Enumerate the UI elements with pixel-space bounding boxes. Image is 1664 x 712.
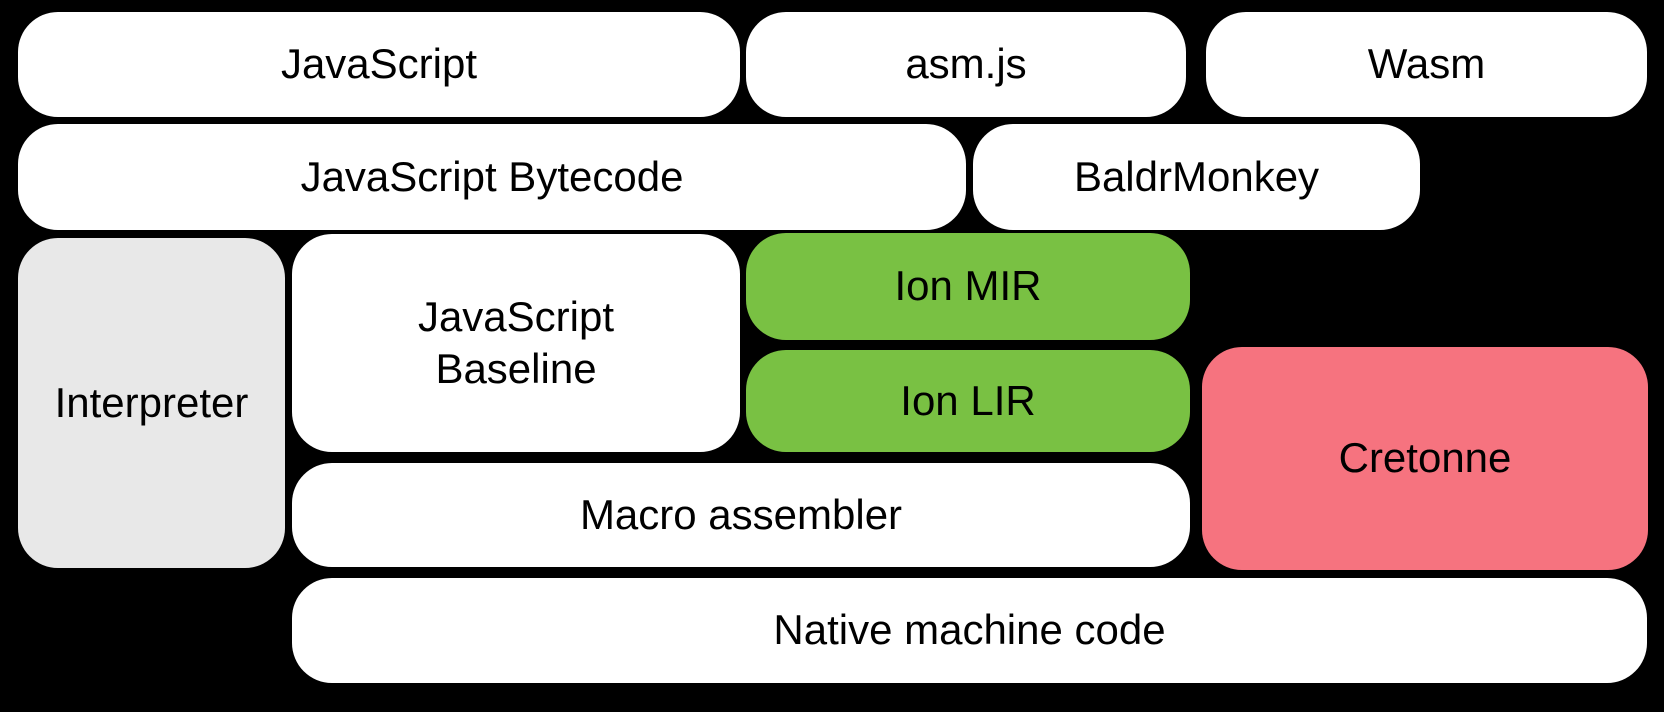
cretonne-label: Cretonne (1338, 434, 1512, 482)
javascript-bytecode-label: JavaScript Bytecode (300, 152, 684, 200)
javascript-baseline-label: JavaScript Baseline (417, 292, 615, 393)
baldrmonkey-box: BaldrMonkey (973, 124, 1420, 230)
macro-assembler-label: Macro assembler (579, 490, 903, 538)
asmjs-label: asm.js (905, 40, 1027, 88)
javascript-bytecode-box: JavaScript Bytecode (18, 124, 966, 230)
wasm-box: Wasm (1206, 12, 1647, 117)
macro-assembler-box: Macro assembler (292, 463, 1190, 567)
ion-lir-box: Ion LIR (746, 350, 1190, 452)
javascript-label: JavaScript (280, 40, 478, 88)
ion-lir-label: Ion LIR (900, 376, 1036, 424)
interpreter-label: Interpreter (54, 378, 249, 426)
native-machine-code-label: Native machine code (773, 606, 1166, 654)
native-machine-code-box: Native machine code (292, 578, 1647, 683)
javascript-baseline-box: JavaScript Baseline (292, 234, 740, 452)
javascript-box: JavaScript (18, 12, 740, 117)
wasm-label: Wasm (1367, 40, 1486, 88)
ion-mir-box: Ion MIR (746, 233, 1190, 340)
asmjs-box: asm.js (746, 12, 1186, 117)
baldrmonkey-label: BaldrMonkey (1073, 152, 1320, 200)
interpreter-box: Interpreter (18, 238, 285, 568)
cretonne-box: Cretonne (1202, 347, 1648, 570)
ion-mir-label: Ion MIR (894, 262, 1042, 310)
